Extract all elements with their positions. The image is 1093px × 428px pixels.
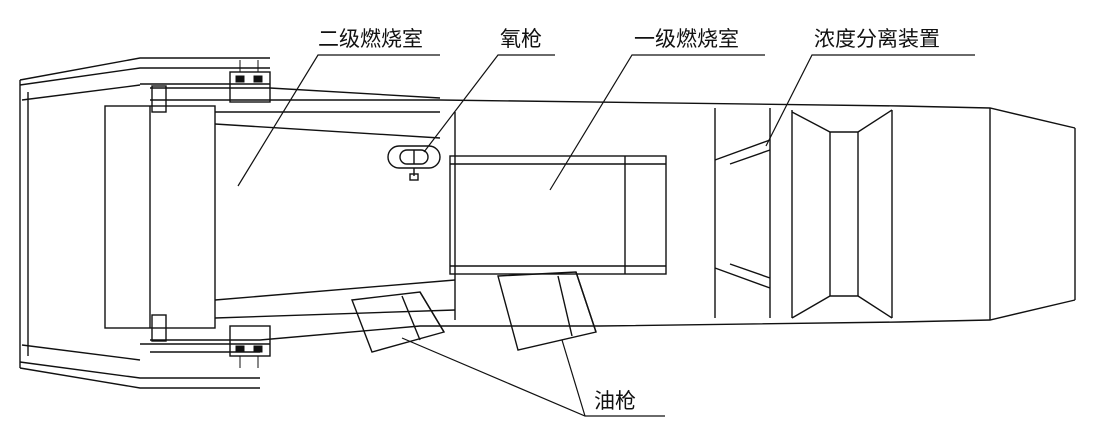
outer-housing [19, 57, 1076, 389]
concentration-separator-body [714, 108, 893, 319]
primary-chamber-body [449, 112, 667, 320]
oil-gun-nozzles [351, 271, 597, 353]
label-secondary-chamber: 二级燃烧室 [318, 27, 423, 51]
label-oil-gun: 油枪 [594, 389, 636, 413]
label-oxygen-lance: 氧枪 [500, 27, 542, 51]
label-primary-chamber: 一级燃烧室 [634, 27, 739, 51]
flange-bolts [140, 60, 271, 368]
oxygen-lance-symbol [387, 145, 441, 181]
leader-lines [237, 54, 975, 417]
secondary-chamber-body [104, 105, 456, 329]
label-concentration-separator: 浓度分离装置 [814, 27, 940, 51]
